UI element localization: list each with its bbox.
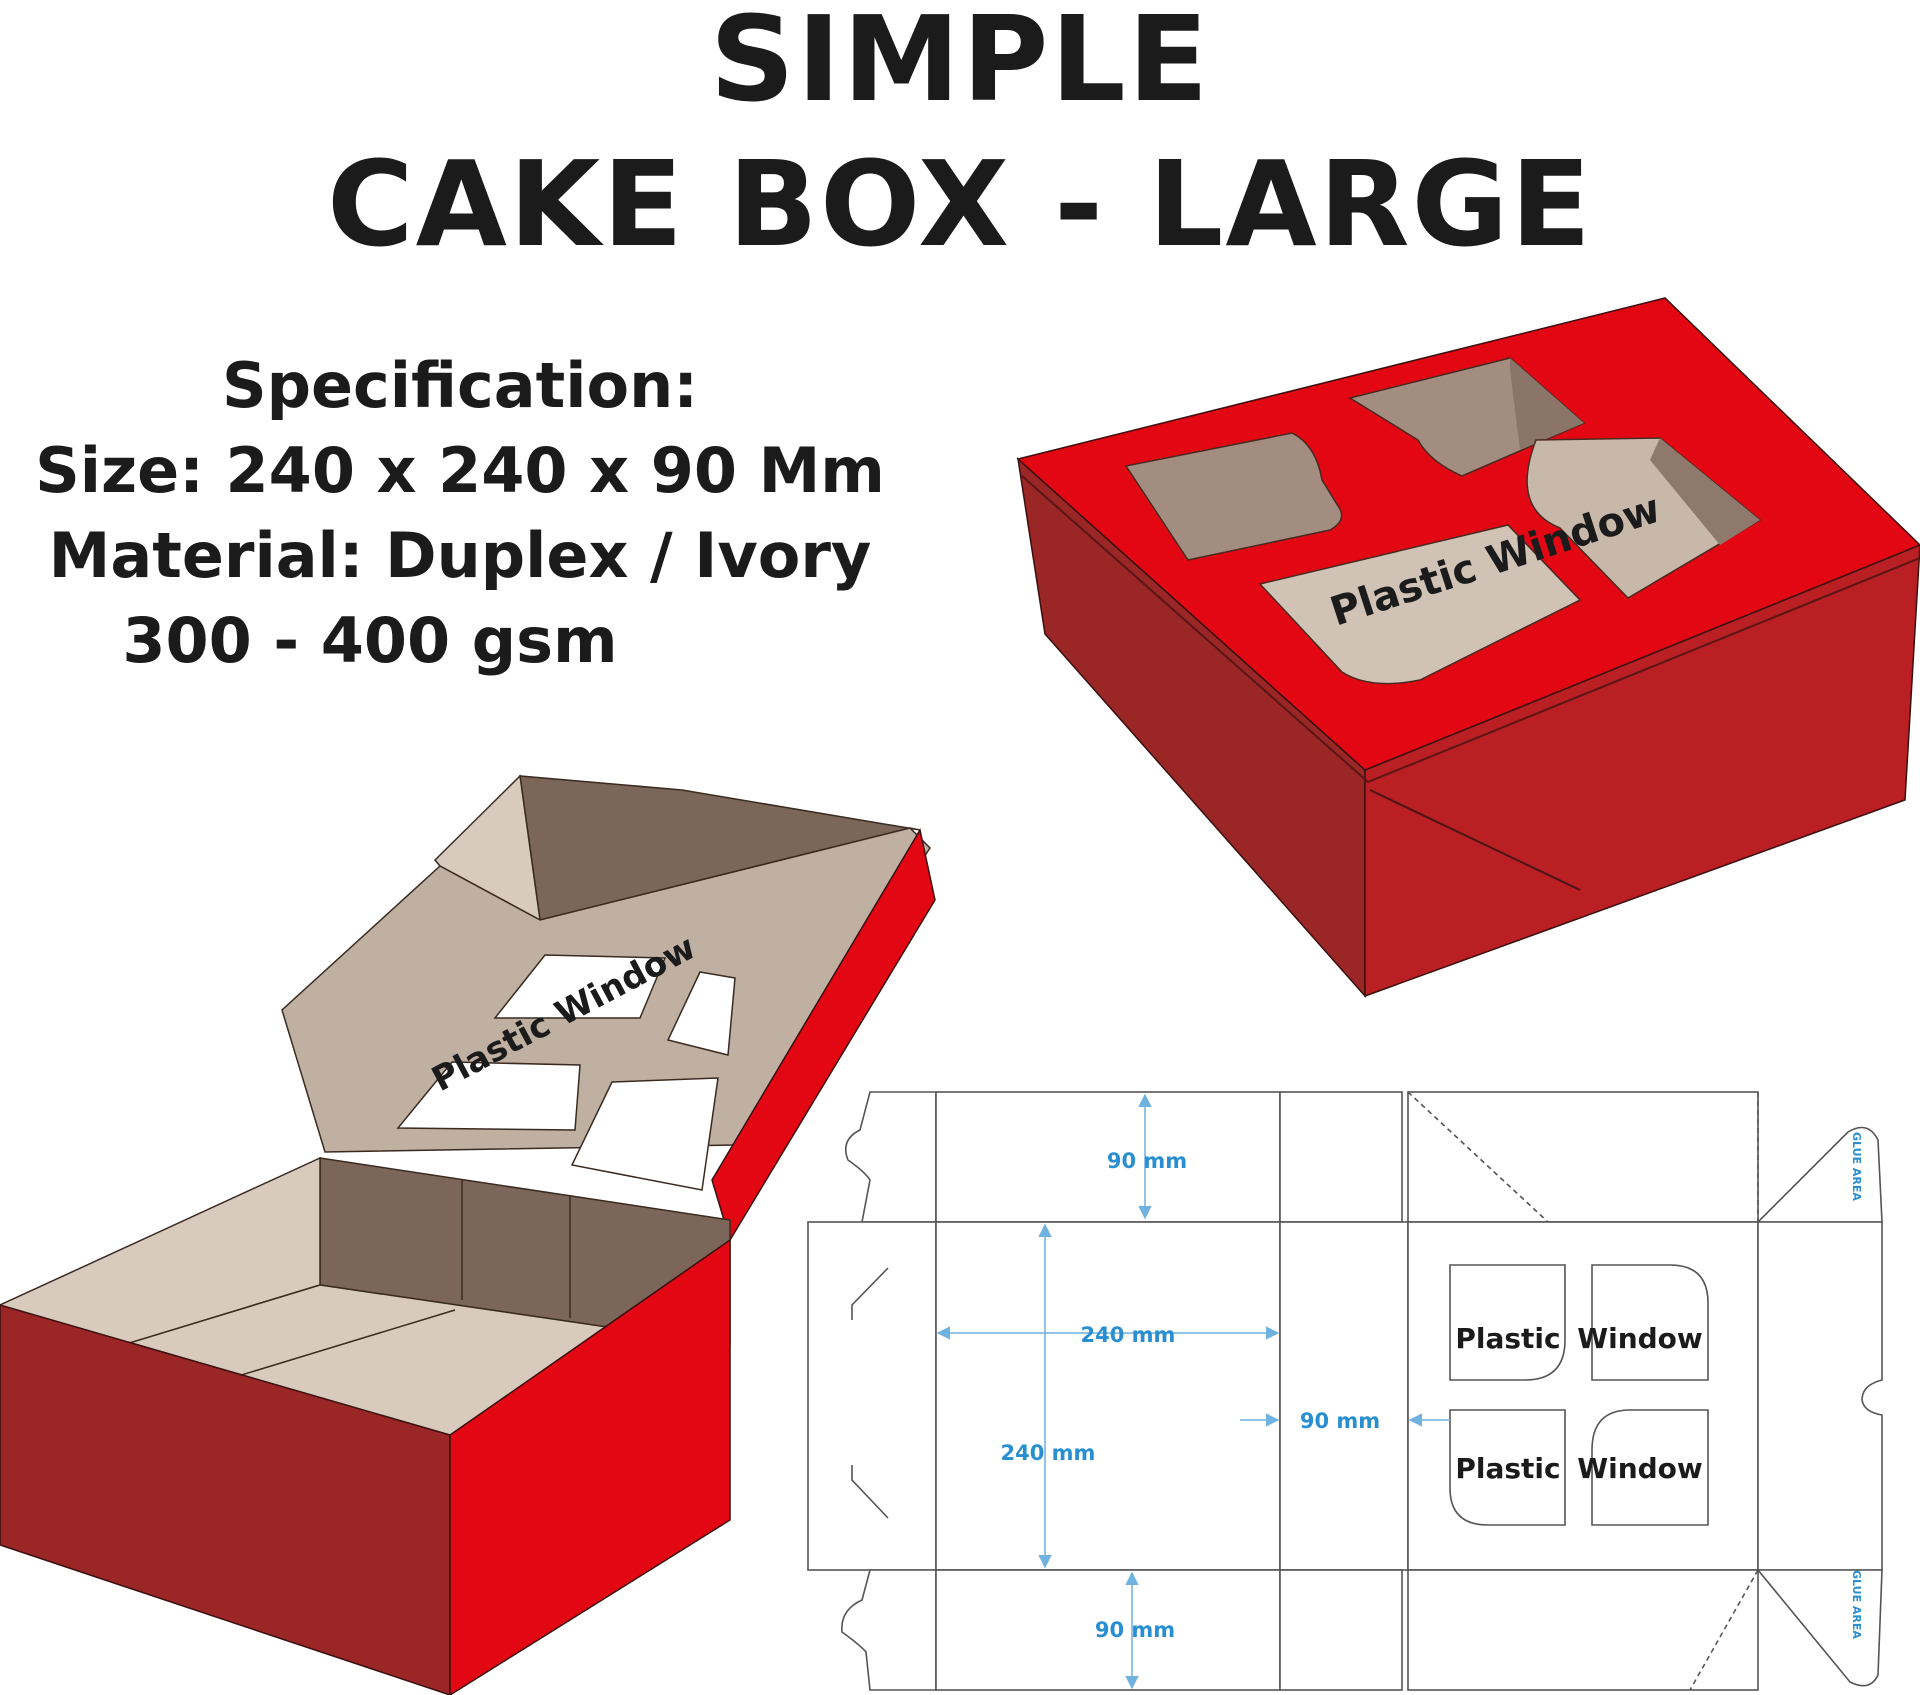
- spec-material: Material: Duplex / Ivory: [48, 519, 872, 592]
- dieline-fold-diagonal-1: [1407, 1091, 1549, 1223]
- dim-label-top: 90 mm: [1107, 1149, 1187, 1173]
- spec-weight: 300 - 400 gsm: [122, 604, 618, 677]
- dim-label-bottom: 90 mm: [1095, 1618, 1175, 1642]
- dieline-left-side-panel: [807, 1221, 937, 1571]
- closed-box-window-1: [1124, 432, 1343, 561]
- open-box-front-outer-side: [449, 1238, 731, 1695]
- spec-size: Size: 240 x 240 x 90 Mm: [35, 434, 885, 507]
- glue-area-label-bottom: GLUE AREA: [1850, 1570, 1863, 1639]
- spec-heading: Specification:: [221, 349, 699, 422]
- dieline-top-flap: [935, 1091, 1281, 1223]
- dim-label-height: 240 mm: [1001, 1441, 1096, 1465]
- closed-box-rim: [1021, 475, 1920, 784]
- open-box-lid-window-3: [396, 1061, 581, 1131]
- closed-box-flap-line: [1369, 789, 1581, 891]
- dieline-window-label-2a: Plastic: [1455, 1452, 1560, 1485]
- dieline-side-slot-top: [851, 1267, 889, 1320]
- dieline-fold-diagonal-2: [1689, 1569, 1759, 1691]
- dieline-window-label-1a: Plastic: [1455, 1322, 1560, 1355]
- open-box-lid-window-4: [570, 1077, 719, 1191]
- dim-label-side: 90 mm: [1300, 1409, 1380, 1433]
- open-box-lid-window-1: [493, 954, 667, 1019]
- dieline-top-right-flap: [1407, 1091, 1759, 1223]
- dieline-front-flap: [1757, 1221, 1883, 1571]
- closed-box-window-4-inner: [1650, 438, 1760, 545]
- open-box-left-outer-side: [0, 1304, 451, 1695]
- dieline-window-1: [1449, 1264, 1566, 1381]
- dieline-top-left-tab: [844, 1091, 937, 1223]
- open-box: Plastic Window: [0, 774, 936, 1695]
- closed-box-window-2-inner: [1510, 358, 1584, 450]
- dieline-window-4: [1591, 1409, 1709, 1526]
- dieline-bottom-left-tab: [841, 1569, 937, 1691]
- dieline-bottom-right-flap: [1407, 1569, 1759, 1691]
- dieline-window-3: [1449, 1409, 1566, 1526]
- dieline-window-2: [1591, 1264, 1709, 1381]
- closed-box: Plastic Window: [1016, 297, 1920, 998]
- dieline-top-mid-flap: [1279, 1091, 1403, 1223]
- open-box-lid-window-2: [666, 971, 736, 1056]
- dieline-labels: 90 mm 240 mm 240 mm 90 mm 90 mm GLUE ARE…: [1001, 1132, 1863, 1642]
- title-line-1: SIMPLE: [709, 0, 1211, 128]
- dieline: [807, 1091, 1883, 1691]
- dieline-window-label-1b: Window: [1577, 1322, 1703, 1355]
- dieline-side-slot-bottom: [851, 1465, 889, 1519]
- dieline-glue-tab-bottom: [1756, 1569, 1883, 1687]
- glue-area-label-top: GLUE AREA: [1850, 1132, 1863, 1201]
- dieline-back-panel: [1279, 1221, 1409, 1571]
- dim-label-width: 240 mm: [1081, 1323, 1176, 1347]
- title-line-2: CAKE BOX - LARGE: [326, 135, 1594, 273]
- open-box-floor-line: [224, 1309, 456, 1381]
- dieline-bottom-mid-flap: [1279, 1569, 1403, 1691]
- dieline-window-label-2b: Window: [1577, 1452, 1703, 1485]
- dieline-bottom-flap: [935, 1569, 1281, 1691]
- dieline-base-panel: [935, 1221, 1281, 1571]
- closed-box-window-3: [1258, 524, 1582, 685]
- dieline-glue-tab-top: [1756, 1126, 1883, 1223]
- dieline-dimensions: [936, 1093, 1450, 1690]
